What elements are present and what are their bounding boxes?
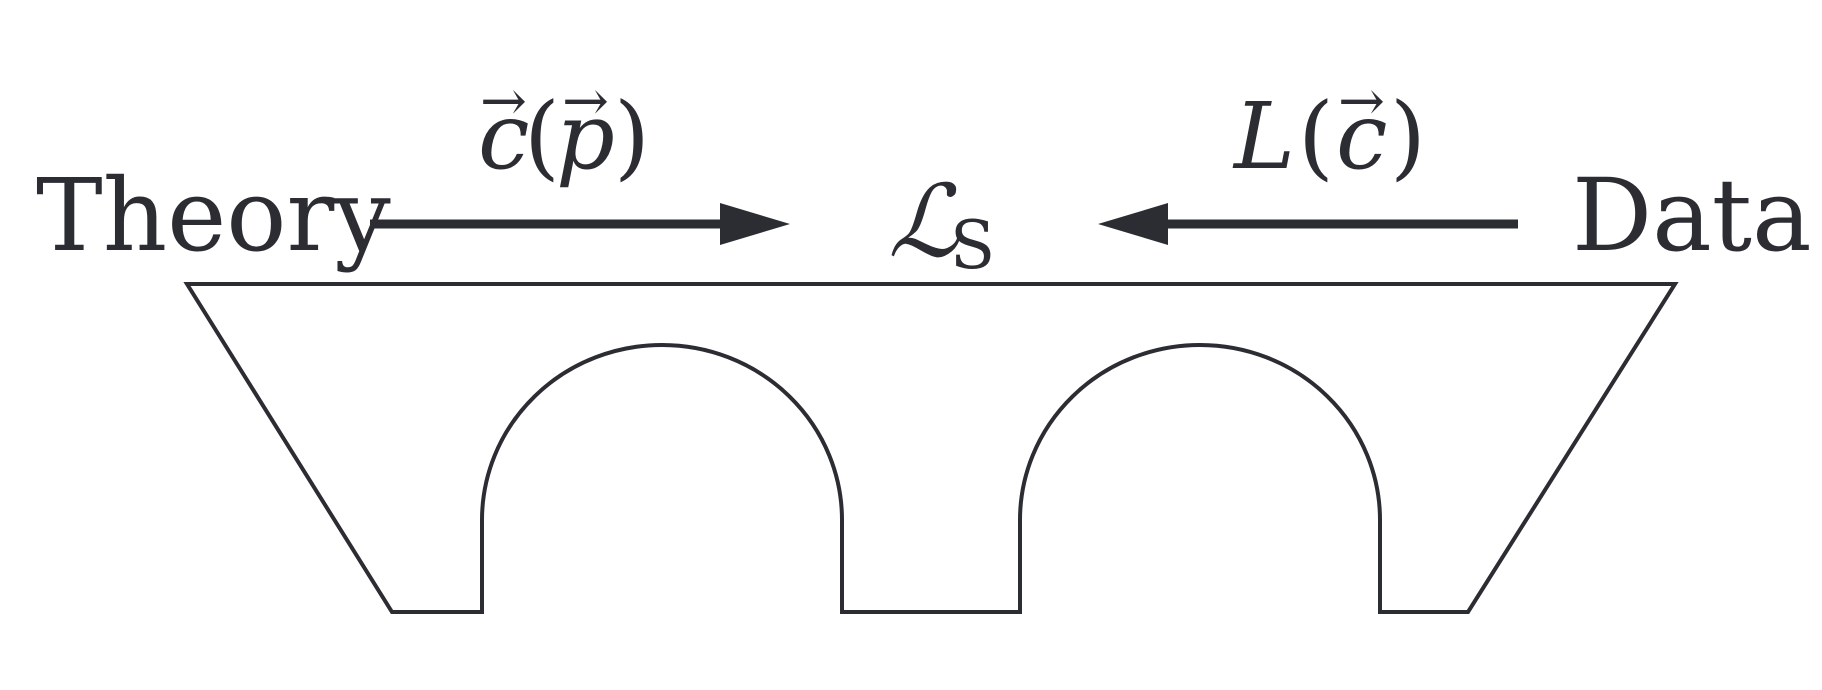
vector-mark-p: → [562,69,609,134]
data-to-lagrangian-arrow [1098,203,1518,245]
label-close-paren-right: ) [1390,83,1426,190]
label-arg-p: p [556,83,615,190]
bridge-outline [183,282,1679,614]
data-label: Data [1572,157,1812,274]
label-arg-c: c [1336,83,1388,190]
label-func-c: c [478,83,530,190]
lagrangian-script-L: ℒ [888,163,962,280]
vector-mark-c-right: → [1338,69,1385,134]
likelihood-label: L ( → c ) [1232,69,1426,190]
matching-function-label: → c ( → p ) [478,69,650,190]
label-open-paren-right: ( [1298,83,1334,190]
lagrangian-subscript: S [950,207,995,284]
label-open-paren-left: ( [524,83,560,190]
theory-to-lagrangian-arrow [370,203,790,245]
theory-label: Theory [36,157,391,274]
vector-mark-c: → [480,69,527,134]
lagrangian-symbol: ℒ S [888,163,995,284]
label-close-paren-left: ) [614,83,650,190]
label-func-L: L [1232,83,1295,190]
